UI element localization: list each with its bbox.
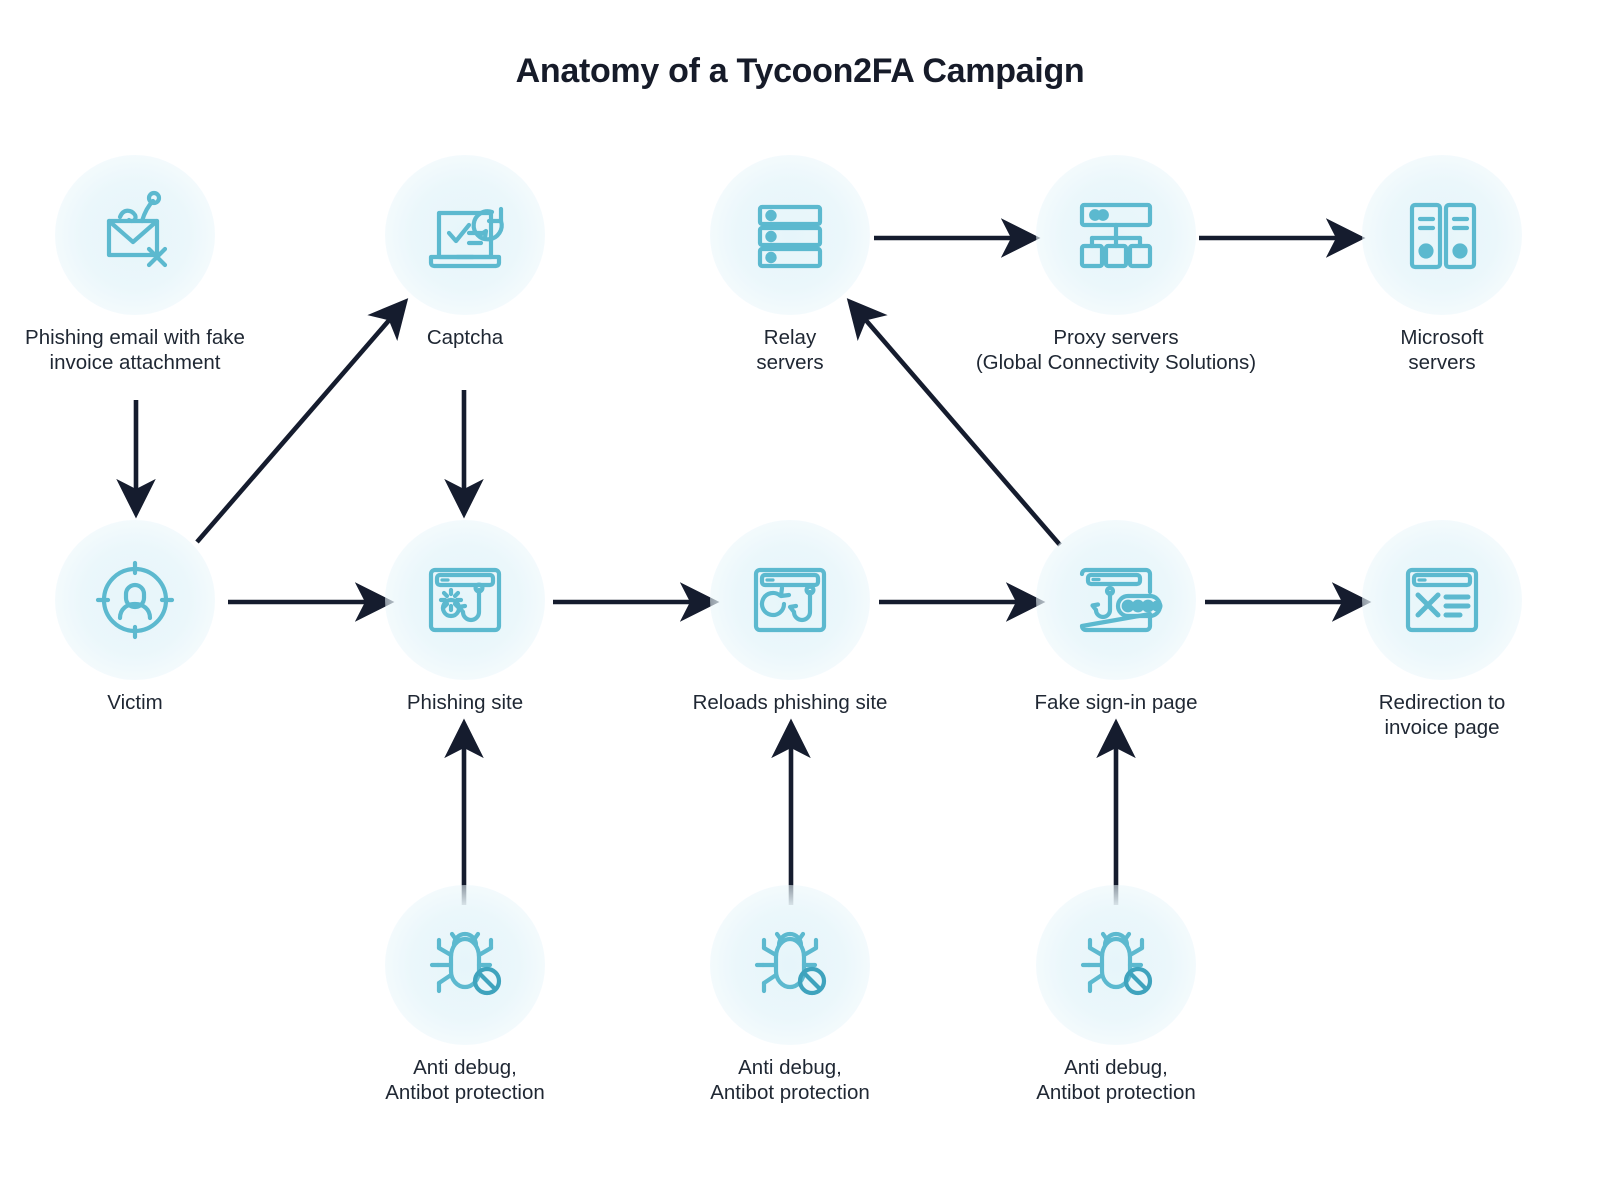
node-label: Fake sign-in page: [1034, 691, 1198, 714]
node-phishing-site[interactable]: Phishing site: [365, 520, 565, 715]
node-icon-halo: [1036, 885, 1196, 1045]
node-icon-halo: [385, 885, 545, 1045]
node-icon-halo: [385, 520, 545, 680]
node-captcha[interactable]: Captcha: [365, 155, 565, 350]
node-redirection-invoice[interactable]: Redirection to invoice page: [1342, 520, 1542, 740]
node-antidebug-2[interactable]: Anti debug, Antibot protection: [690, 885, 890, 1105]
node-phishing-email[interactable]: Phishing email with fake invoice attachm…: [25, 155, 245, 375]
proxy-network-icon: [1068, 187, 1164, 283]
node-icon-halo: [710, 520, 870, 680]
node-icon-halo: [1036, 520, 1196, 680]
node-label: Anti debug, Antibot protection: [1036, 1056, 1196, 1104]
node-label: Phishing email with fake invoice attachm…: [25, 326, 245, 374]
laptop-captcha-refresh-icon: [417, 187, 513, 283]
node-relay-servers[interactable]: Relay servers: [690, 155, 890, 375]
node-icon-halo: [710, 885, 870, 1045]
browser-reload-hook-icon: [742, 552, 838, 648]
node-microsoft-servers[interactable]: Microsoft servers: [1342, 155, 1542, 375]
node-label: Redirection to invoice page: [1378, 691, 1506, 739]
node-label: Microsoft servers: [1400, 326, 1484, 374]
node-label: Victim: [107, 691, 163, 714]
node-label: Reloads phishing site: [692, 691, 888, 714]
server-rack-icon: [742, 187, 838, 283]
tower-servers-icon: [1394, 187, 1490, 283]
node-icon-halo: [1362, 155, 1522, 315]
node-icon-halo: [55, 520, 215, 680]
node-antidebug-1[interactable]: Anti debug, Antibot protection: [365, 885, 565, 1105]
node-proxy-servers[interactable]: Proxy servers (Global Connectivity Solut…: [976, 155, 1256, 375]
bug-blocked-icon: [1068, 917, 1164, 1013]
node-reloads-phishing-site[interactable]: Reloads phishing site: [690, 520, 890, 715]
node-icon-halo: [1362, 520, 1522, 680]
browser-spreadsheet-icon: [1394, 552, 1490, 648]
browser-hook-password-icon: [1068, 552, 1164, 648]
node-antidebug-3[interactable]: Anti debug, Antibot protection: [1016, 885, 1216, 1105]
node-icon-halo: [55, 155, 215, 315]
bug-blocked-icon: [417, 917, 513, 1013]
browser-gear-hook-icon: [417, 552, 513, 648]
page-title: Anatomy of a Tycoon2FA Campaign: [515, 52, 1085, 90]
node-icon-halo: [1036, 155, 1196, 315]
node-label: Anti debug, Antibot protection: [385, 1056, 545, 1104]
node-label: Relay servers: [756, 326, 824, 374]
node-victim[interactable]: Victim: [35, 520, 235, 715]
node-icon-halo: [710, 155, 870, 315]
node-icon-halo: [385, 155, 545, 315]
node-label: Captcha: [426, 326, 504, 349]
envelope-hook-x-icon: [87, 187, 183, 283]
node-fake-signin-page[interactable]: Fake sign-in page: [1016, 520, 1216, 715]
node-label: Phishing site: [406, 691, 524, 714]
node-label: Anti debug, Antibot protection: [710, 1056, 870, 1104]
bug-blocked-icon: [742, 917, 838, 1013]
node-label: Proxy servers (Global Connectivity Solut…: [975, 326, 1257, 374]
target-person-icon: [87, 552, 183, 648]
